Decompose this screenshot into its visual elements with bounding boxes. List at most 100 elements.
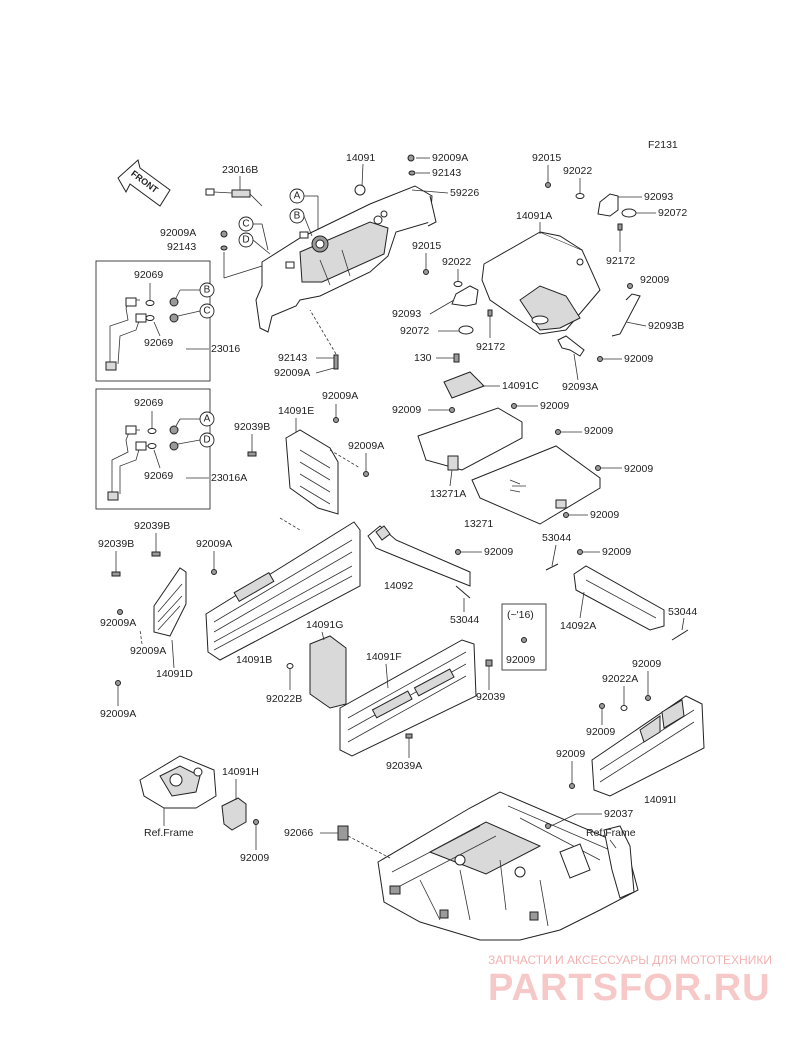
svg-text:A: A [204,414,211,425]
label-92009-p5: 92009 [590,509,619,521]
label-92069-box1-bottom: 92069 [144,337,173,349]
label-92015-top: 92015 [532,152,561,164]
label-92093b: 92093B [648,320,684,332]
label-92072-mid: 92072 [400,325,429,337]
label-92009-p3: 92009 [584,425,613,437]
pin-53044-b [545,563,559,571]
main-frame [377,791,639,941]
svg-text:B: B [294,211,301,222]
label-92143-left: 92143 [167,241,196,253]
panel-13271a [417,407,523,471]
panel-14092a [573,565,665,631]
label-92009-i-left: 92009 [556,748,585,760]
label-14091c: 14091C [502,380,539,392]
ref-frame-left: Ref.Frame [144,827,194,839]
callout-a-box2: A [175,411,215,427]
bracket-92093-mid [451,285,479,307]
diagram-code: F2131 [648,139,678,151]
year-note: (~'16) [507,609,534,621]
label-92143-bottom: 92143 [278,352,307,364]
callout-d-dash: D [238,232,271,255]
label-130: 130 [414,352,432,364]
label-14091d: 14091D [156,668,193,680]
bracket-92093-top [597,193,619,217]
box-23016 [95,260,211,382]
label-92009a-14091b: 92009A [196,538,232,550]
label-92039a: 92039A [386,760,422,772]
watermark-logo: PARTSFOR.RU [488,967,771,1009]
rod-92093a [557,335,585,357]
box-year-note [501,603,547,671]
callout-a-dash: A [289,188,319,230]
label-92072-top: 92072 [658,207,687,219]
label-92093a: 92093A [562,381,598,393]
pin-53044-a [455,585,471,599]
label-92022a: 92022A [602,673,638,685]
label-92015-mid: 92015 [412,240,441,252]
label-92143-top: 92143 [432,167,461,179]
label-92039b-d-left: 92039B [98,538,134,550]
label-92009a-left: 92009A [160,227,196,239]
front-arrow-icon: FRONT [117,159,171,207]
svg-text:C: C [203,306,210,317]
label-92009-p1: 92009 [392,404,421,416]
plate-14091c [443,371,485,399]
panel-14091e [285,429,339,515]
watermark-tagline: ЗАПЧАСТИ И АКСЕССУАРЫ ДЛЯ МОТОТЕХНИКИ [488,953,772,967]
label-92069-box1-top: 92069 [134,269,163,281]
label-92009-p2: 92009 [540,400,569,412]
label-53044-b: 53044 [542,532,571,544]
label-92093-top: 92093 [644,191,673,203]
label-14091a: 14091A [516,210,552,222]
label-92066: 92066 [284,827,313,839]
label-92172-top: 92172 [606,255,635,267]
label-92172-mid: 92172 [476,341,505,353]
label-92093-mid: 92093 [392,308,421,320]
label-14091d-num: 92009A [130,645,166,657]
bracket-14091h [221,797,247,831]
label-92009a-14091e-right: 92009A [348,440,384,452]
panel-14091i [591,695,705,797]
label-14091f: 14091F [366,651,402,663]
panel-13271 [471,445,601,525]
label-92022b: 92022B [266,693,302,705]
label-92009-14092: 92009 [484,546,513,558]
panel-14091f [339,639,477,757]
frame-left [139,755,217,809]
label-92009a-d-bottom: 92009A [100,708,136,720]
svg-text:D: D [203,435,210,446]
label-92022-mid: 92022 [442,256,471,268]
callout-c-box1: C [177,303,215,319]
label-92009-i-top: 92009 [632,658,661,670]
callout-b-dash: B [289,208,313,237]
label-59226: 59226 [450,187,479,199]
harness-23016a [107,425,150,501]
label-13271a: 13271A [430,488,466,500]
label-92069-box2-bottom: 92069 [144,470,173,482]
label-14091e: 14091E [278,405,314,417]
label-92009-h: 92009 [240,852,269,864]
label-14091i: 14091I [644,794,676,806]
tray-14091a [481,231,601,335]
svg-text:B: B [204,285,211,296]
callout-c-dash: C [238,216,269,251]
label-14091g: 14091G [306,619,343,631]
label-23016: 23016 [211,343,240,355]
panel-14091b [205,521,361,661]
pin-53044-c [671,629,689,641]
panel-14091d [153,567,187,637]
callout-b-box1: B [175,282,215,299]
label-92022-top: 92022 [563,165,592,177]
label-92037: 92037 [604,808,633,820]
label-92009-note: 92009 [506,654,535,666]
label-92009a-14091e-top: 92009A [322,390,358,402]
svg-text:C: C [242,219,249,230]
harness-23016 [105,297,150,371]
label-14091b: 14091B [236,654,272,666]
svg-text:D: D [242,235,249,246]
label-92039b-d-top: 92039B [134,520,170,532]
panel-14092 [367,525,471,587]
label-92009-p4: 92009 [624,463,653,475]
label-92009a-bottom: 92009A [274,367,310,379]
